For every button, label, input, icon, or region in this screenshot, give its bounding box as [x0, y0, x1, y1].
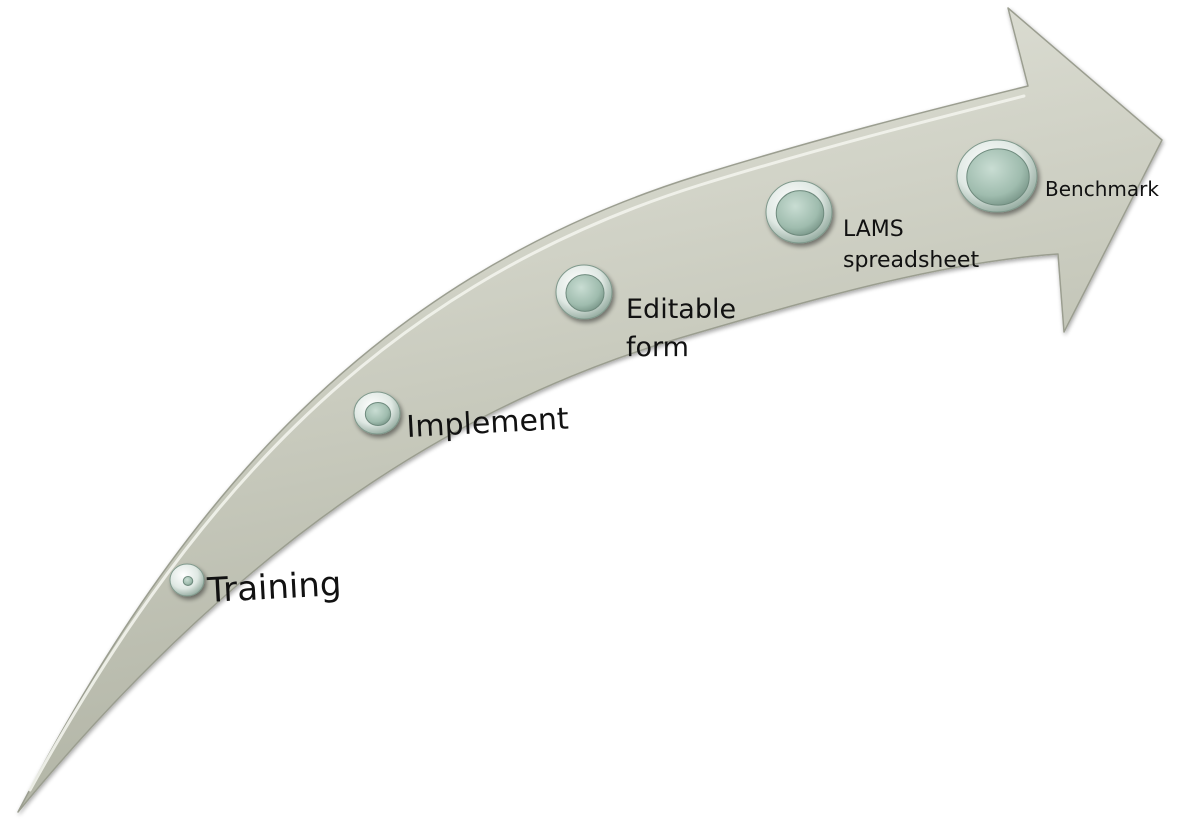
- step-marker-face: [966, 148, 1030, 206]
- step-labels: Training Implement Editable form LAMS spreads…: [205, 177, 1159, 611]
- step-markers: [169, 139, 1038, 597]
- arrow-highlight: [28, 94, 1026, 792]
- step-label-line: spreadsheet: [843, 248, 979, 273]
- step-label-line: Editable: [626, 294, 736, 325]
- step-marker-implement: [353, 391, 401, 435]
- step-label-training: Training: [205, 564, 342, 611]
- step-marker-face: [775, 190, 825, 236]
- step-marker-lams-spreadsheet: [765, 180, 833, 244]
- step-marker-face: [182, 576, 194, 586]
- step-label-line: Benchmark: [1045, 177, 1159, 201]
- step-label-line: Implement: [406, 402, 570, 445]
- step-label-editable-form: Editable form: [626, 294, 736, 363]
- step-marker-face: [565, 274, 605, 312]
- step-marker-training: [169, 563, 205, 597]
- step-label-implement: Implement: [406, 402, 570, 445]
- step-label-line: form: [626, 332, 689, 363]
- step-marker-face: [364, 401, 392, 427]
- step-label-line: Training: [205, 564, 342, 611]
- step-marker-benchmark: [956, 139, 1038, 213]
- step-label-benchmark: Benchmark: [1045, 177, 1159, 201]
- step-label-line: LAMS: [843, 217, 904, 242]
- step-label-lams-spreadsheet: LAMS spreadsheet: [843, 217, 979, 273]
- step-marker-editable-form: [555, 264, 613, 320]
- curved-arrow: [17, 7, 1163, 813]
